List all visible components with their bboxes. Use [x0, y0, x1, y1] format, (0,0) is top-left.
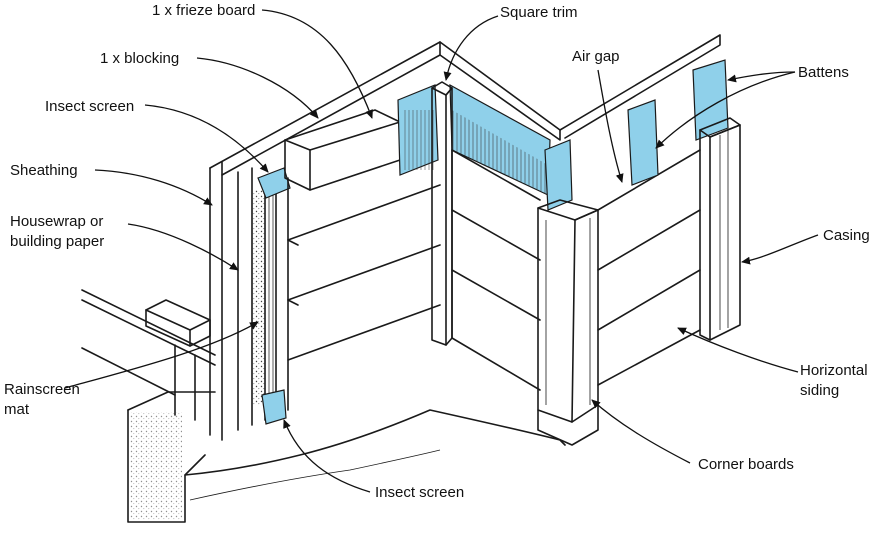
label-air-gap: Air gap: [572, 48, 620, 65]
label-sheathing: Sheathing: [10, 162, 78, 179]
label-housewrap-line2: building paper: [10, 233, 105, 250]
label-square-trim: Square trim: [500, 4, 578, 21]
leader-lines: [64, 9, 819, 493]
floor-framing: [81, 289, 216, 421]
label-rainscreen-line1: Rainscreen: [4, 381, 80, 398]
corner-boards: [537, 199, 599, 446]
foundation: [127, 391, 566, 523]
battens: [627, 59, 729, 186]
insect-screen-top-strip: [257, 167, 291, 199]
label-battens: Battens: [798, 64, 849, 81]
cavity-top-blue: [397, 83, 551, 196]
casing: [699, 117, 741, 341]
label-casing: Casing: [823, 227, 870, 244]
far-right-siding: [597, 149, 701, 386]
label-insect-screen-bottom: Insect screen: [375, 484, 465, 501]
left-siding: [287, 177, 441, 411]
top-plate: [209, 34, 721, 176]
left-wall-layers: [209, 161, 277, 441]
label-rainscreen-line2: mat: [4, 401, 30, 418]
label-horizontal-line2: siding: [800, 382, 840, 399]
label-blocking: 1 x blocking: [100, 50, 180, 67]
frieze-board: [284, 109, 401, 191]
label-horizontal-line1: Horizontal: [800, 362, 868, 379]
label-corner-boards: Corner boards: [698, 456, 794, 473]
label-insect-screen-top: Insect screen: [45, 98, 135, 115]
corner-batten: [544, 139, 573, 211]
label-housewrap-line1: Housewrap or: [10, 213, 104, 230]
insect-screen-bottom-strip: [261, 389, 287, 425]
label-frieze-board: 1 x frieze board: [152, 2, 256, 19]
right-siding: [451, 149, 541, 391]
